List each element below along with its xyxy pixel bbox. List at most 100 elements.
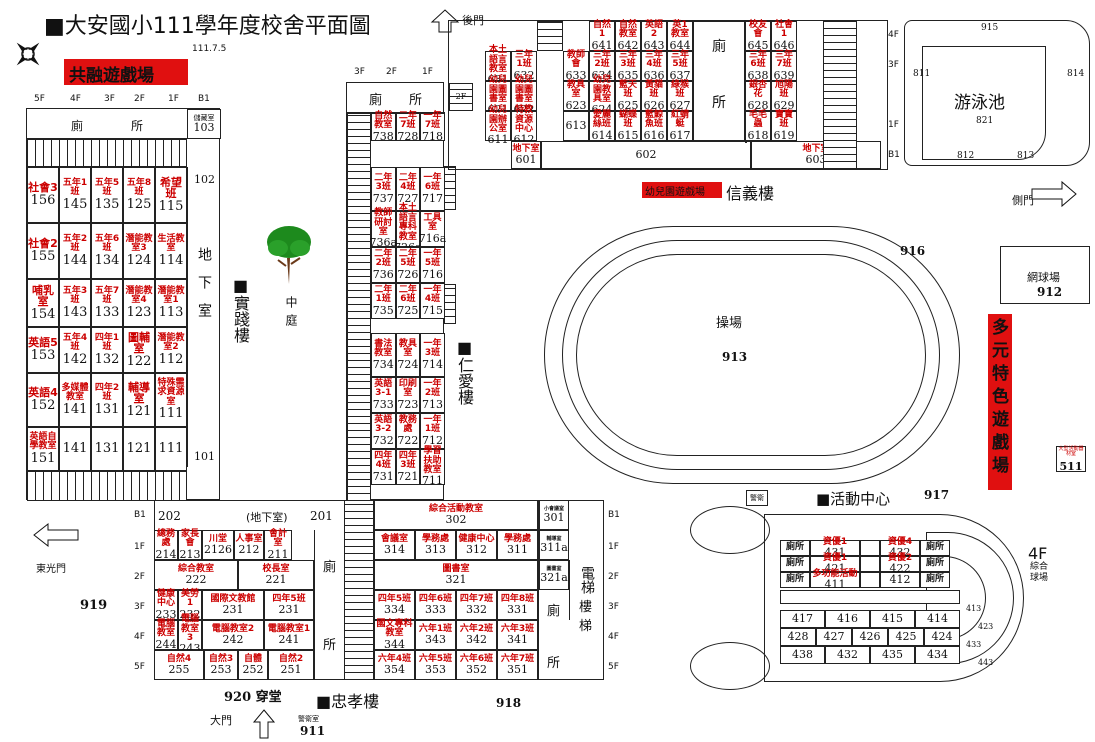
- room-number: 112: [158, 351, 184, 367]
- toilet-label: 廁: [369, 93, 383, 108]
- room-number: 111: [158, 406, 184, 422]
- room-number: 411: [824, 577, 846, 591]
- room-name: 地下室: [802, 143, 830, 154]
- floor-label: 4F: [70, 94, 81, 104]
- room-name: 二年4班: [398, 172, 417, 193]
- toilet-label: 所: [131, 119, 144, 133]
- room-name: 英語5: [28, 336, 58, 350]
- room-number: 641: [591, 38, 613, 52]
- room-name: 社會3: [28, 181, 58, 195]
- room-name: 教具室: [566, 79, 585, 100]
- area-812: 812: [957, 151, 975, 161]
- room-number: 634: [591, 68, 613, 82]
- room-name: 四年1班: [94, 332, 120, 353]
- ac-room-number: 413: [966, 604, 982, 613]
- room-number: 153: [30, 347, 56, 363]
- room-name: 教具室: [398, 338, 417, 359]
- room-name: 工具室: [423, 212, 442, 233]
- zx-stair-left: [344, 500, 374, 680]
- underground-room-label: (地下室): [246, 511, 288, 524]
- room-name: 綠猴班: [670, 79, 689, 100]
- map-date: 111.7.5: [192, 44, 227, 54]
- room-number: 313: [425, 542, 446, 556]
- room-blank: 廁所: [920, 572, 950, 588]
- room-number: 311: [507, 542, 528, 556]
- room-number: 416: [837, 612, 858, 626]
- room-name: 三年4班: [644, 49, 663, 70]
- room-name: 一年2班: [423, 378, 442, 399]
- area-917: 917: [924, 488, 950, 502]
- room-number: 603: [805, 152, 827, 166]
- room-number: 302: [445, 512, 467, 526]
- room-name: 校友會: [748, 19, 767, 40]
- room-blank: 廁所: [780, 556, 810, 572]
- underground-label: 地下室: [196, 247, 212, 331]
- room-number: 611: [487, 133, 509, 147]
- room-434: 434: [915, 646, 960, 664]
- multi-playground: 多元特色遊戲場: [988, 314, 1012, 490]
- tennis-label: 網球場: [1027, 271, 1060, 284]
- room-417: 417: [780, 610, 825, 628]
- xinyi-2f-marker: 2F: [449, 83, 473, 111]
- room-number: 113: [158, 304, 184, 320]
- ac-room-number: 443: [978, 658, 994, 667]
- room-name: 本土語言專科教室: [398, 203, 417, 242]
- room-726a: 本土語言專科教室726a: [394, 204, 422, 254]
- room-name: 資優1: [822, 552, 848, 563]
- room-name: 輔導室: [128, 380, 150, 406]
- room-number: 637: [669, 68, 691, 82]
- zhongxiao-building-label: ■忠孝樓: [316, 692, 380, 711]
- room-name: 幼兒園圖書室: [514, 75, 533, 104]
- room-435: 435: [870, 646, 915, 664]
- room-number: 354: [384, 662, 405, 676]
- room-432: 432: [825, 646, 870, 664]
- room-number: 233: [155, 607, 177, 621]
- west-corridor-bottom: [27, 471, 187, 501]
- room-number: 633: [565, 68, 587, 82]
- room-number: 115: [158, 198, 184, 214]
- inclusive-playground: 共融遊戲場: [64, 59, 188, 86]
- room-number: 728: [397, 129, 419, 143]
- room-416: 416: [825, 610, 870, 628]
- room-name: 銀杏花: [748, 79, 767, 100]
- room-number: 414: [927, 612, 948, 626]
- room-name: 四年3班: [398, 450, 417, 471]
- room-name: 幼兒園圖書室: [488, 75, 507, 104]
- room-number: 123: [126, 304, 152, 320]
- room-number: 143: [62, 304, 88, 320]
- floor-label: 3F: [134, 602, 145, 612]
- floor-label: 4F: [888, 30, 899, 40]
- room-name: 教務處: [398, 414, 417, 435]
- room-number: 332: [466, 602, 487, 616]
- room-name: 健康中心: [458, 533, 495, 544]
- room-number: 243: [179, 642, 201, 656]
- room-number: 713: [421, 397, 443, 411]
- room-name: 一年4班: [423, 284, 442, 305]
- room-number: 155: [30, 248, 56, 264]
- room-number: 622: [513, 103, 535, 117]
- room-name: 潛能教室3: [125, 233, 153, 254]
- room-number: 613: [565, 119, 587, 133]
- room-number: 717: [421, 191, 443, 205]
- room-name: 黃貓班: [644, 79, 663, 100]
- floor-label: 1F: [168, 94, 179, 104]
